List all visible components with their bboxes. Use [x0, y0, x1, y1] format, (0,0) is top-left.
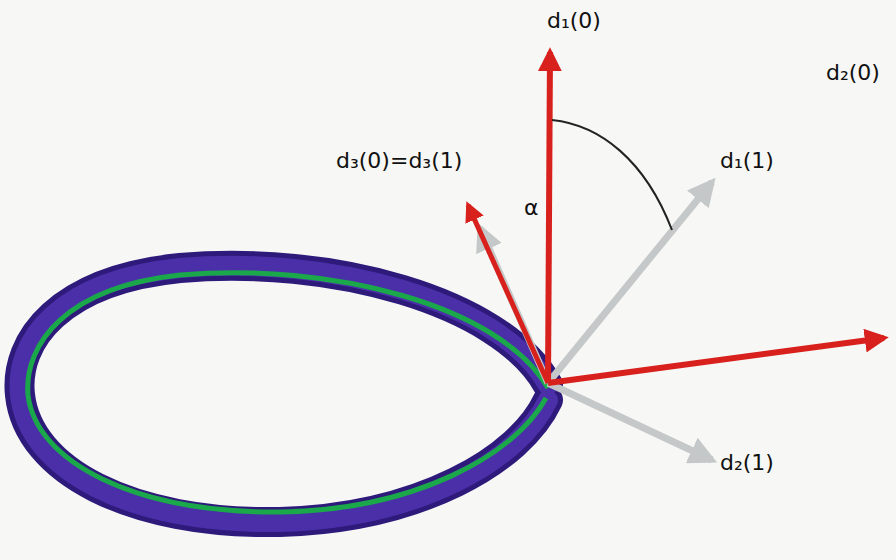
- d2-0-arrow: [548, 338, 884, 383]
- vector-label: d₁(1): [720, 148, 774, 174]
- ribbon: [19, 266, 548, 522]
- vector-label: d₃(0)=d₃(1): [336, 148, 462, 174]
- angle-label: α: [524, 195, 539, 221]
- d1-0-arrow: [548, 52, 550, 383]
- d3-arrow-red: [468, 205, 548, 383]
- vector-label: d₂(0): [826, 60, 880, 86]
- angle-arc: [552, 120, 672, 230]
- d1-1-arrow: [548, 182, 712, 383]
- d2-1-arrow: [548, 383, 712, 460]
- vector-label: d₁(0): [547, 8, 601, 34]
- vector-label: d₂(1): [720, 450, 774, 476]
